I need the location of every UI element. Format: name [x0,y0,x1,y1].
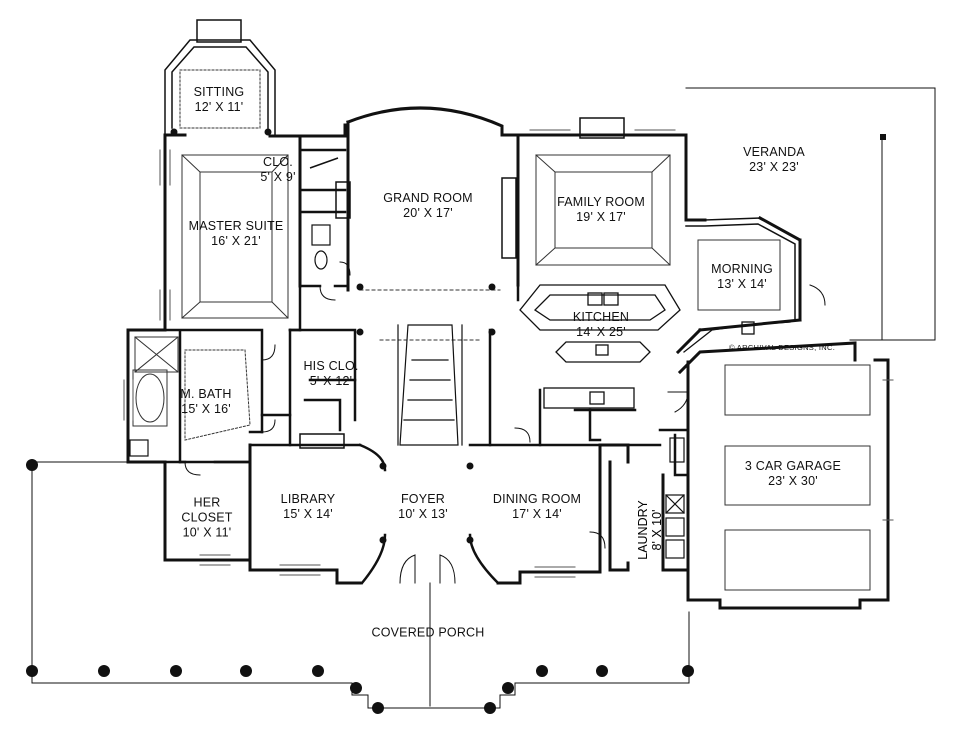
room-garage: 3 CAR GARAGE 23' X 30' [745,459,841,489]
room-master-suite: MASTER SUITE 16' X 21' [189,219,284,249]
room-name: MORNING [711,262,773,276]
stairs [397,324,463,446]
room-name: VERANDA [743,145,805,159]
room-family-room: FAMILY ROOM 19' X 17' [557,195,645,225]
room-size: 10' X 11' [182,525,232,540]
fireplaces [196,19,625,449]
toilets [129,224,685,463]
exterior-walls [126,106,890,610]
room-veranda: VERANDA 23' X 23' [743,145,805,175]
room-size: 17' X 14' [512,507,562,521]
porch-column [26,459,38,471]
room-name: FOYER [400,492,446,506]
room-size: 14' X 25' [576,325,626,339]
porch-column [240,665,252,677]
porch-column [170,665,182,677]
porch-column [312,665,324,677]
room-grand-room: GRAND ROOM 20' X 17' [383,191,473,221]
room-name: KITCHEN [572,310,630,324]
porch-column [484,702,496,714]
covered-porch-outline [31,461,690,709]
sitting-bay [164,39,276,136]
room-covered-porch: COVERED PORCH [371,626,484,641]
room-closet: CLO. 5' X 9' [260,155,295,185]
kitchen-counters [519,284,791,409]
room-library: LIBRARY 15' X 14' [281,492,336,522]
porch-column [372,702,384,714]
room-size: 23' X 23' [749,160,799,174]
room-size: 23' X 30' [768,474,818,488]
room-foyer: FOYER 10' X 13' [398,492,448,522]
room-morning: MORNING 13' X 14' [711,262,773,292]
room-his-closet: HIS CLO. 5' X 12' [303,359,358,389]
porch-column [536,665,548,677]
room-name: 3 CAR GARAGE [744,459,842,473]
closet-rod [309,157,339,169]
room-name: FAMILY ROOM [557,195,645,209]
ceiling-details [132,69,871,591]
porch-column [502,682,514,694]
room-name: MASTER SUITE [188,219,284,233]
room-size: 8' X 10' [650,509,664,551]
room-kitchen: KITCHEN 14' X 25' [573,310,629,340]
room-size: 16' X 21' [211,234,261,248]
room-name: HIS CLO. [303,359,359,373]
room-name: HER CLOSET [181,495,233,525]
room-size: 15' X 16' [181,402,231,416]
porch-column [596,665,608,677]
porch-column [26,665,38,677]
veranda-outline [685,87,936,341]
copyright-notice: © ARCHIVAL DESIGNS, INC. [729,343,836,352]
columns [26,128,886,714]
room-size: 13' X 14' [717,277,767,291]
room-dining-room: DINING ROOM 17' X 14' [493,492,581,522]
porch-column [98,665,110,677]
porch-column [350,682,362,694]
room-size: 15' X 14' [283,507,333,521]
laundry-appliances [665,494,685,559]
room-master-bath: M. BATH 15' X 16' [180,387,231,417]
room-size: 12' X 11' [194,100,244,114]
room-size: 10' X 13' [398,507,448,521]
doors [184,261,826,584]
room-name: SITTING [193,85,245,99]
room-name: GRAND ROOM [383,191,473,205]
room-name: COVERED PORCH [371,625,485,640]
room-name: DINING ROOM [492,492,582,506]
room-name: LAUNDRY [636,500,650,560]
room-size: 20' X 17' [403,206,453,220]
room-size: 5' X 9' [260,170,296,184]
room-sitting: SITTING 12' X 11' [194,85,245,115]
windows [123,129,894,578]
porch-column [682,665,694,677]
morning-bay [685,217,796,321]
room-laundry: LAUNDRY 8' X 10' [636,500,664,560]
room-name: M. BATH [180,387,232,401]
room-size: 19' X 17' [576,210,626,224]
room-her-closet: HER CLOSET 10' X 11' [177,496,237,541]
room-size: 5' X 12' [309,374,353,388]
room-name: LIBRARY [280,492,336,506]
room-name: CLO. [263,155,293,169]
